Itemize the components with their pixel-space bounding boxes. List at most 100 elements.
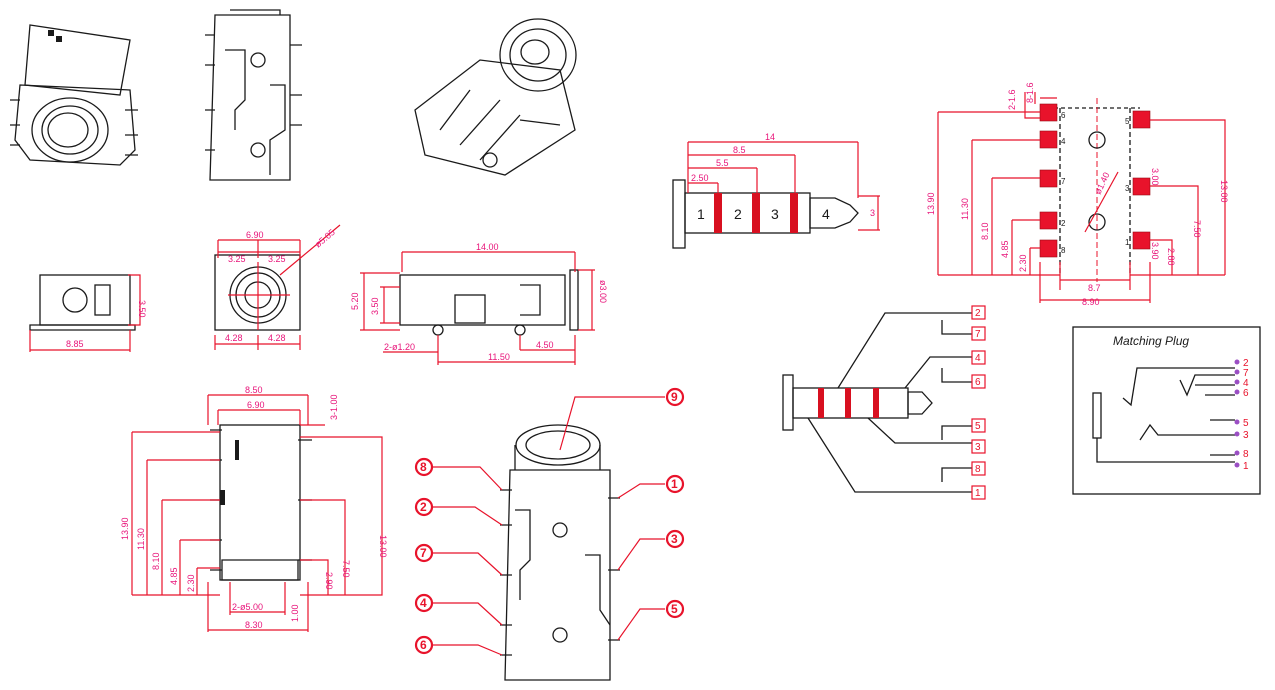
wiring-box bbox=[971, 374, 986, 389]
wiring-box-number: 5 bbox=[975, 421, 981, 432]
dim-label: ø1.40 bbox=[1093, 171, 1112, 196]
matching-plug-number: 1 bbox=[1243, 461, 1249, 472]
wiring-box bbox=[971, 439, 986, 454]
matching-plug-number: 8 bbox=[1243, 449, 1249, 460]
footprint-pad bbox=[1039, 130, 1058, 149]
pin-callout-label: 5 bbox=[671, 602, 678, 616]
pin-callout-3 bbox=[665, 529, 685, 549]
dim-label: 3.00 bbox=[1150, 168, 1160, 186]
dim-label: 14.00 bbox=[476, 242, 499, 252]
dim-label: 11.50 bbox=[488, 352, 510, 362]
pad-number: 1 bbox=[1125, 238, 1130, 247]
dim-label: 8.90 bbox=[1082, 297, 1100, 307]
pad-number: 3 bbox=[1125, 184, 1130, 193]
pad-number: 5 bbox=[1125, 117, 1130, 126]
dim-label: 13.90 bbox=[120, 517, 130, 540]
matching-plug-number: 5 bbox=[1243, 418, 1249, 429]
dim-label: 7.50 bbox=[1192, 220, 1202, 238]
dim-label: 4.28 bbox=[268, 333, 286, 343]
dim-label: 8.50 bbox=[245, 385, 263, 395]
dim-label: 3.90 bbox=[1150, 242, 1160, 260]
wiring-box-number: 6 bbox=[975, 377, 981, 388]
pad-number: 2 bbox=[1061, 219, 1066, 228]
wiring-box-number: 3 bbox=[975, 442, 981, 453]
pin-detail-view: 8 2 7 4 6 9 1 3 5 bbox=[414, 387, 685, 681]
pin-callout-5 bbox=[665, 599, 685, 619]
dim-label: 8.85 bbox=[66, 339, 84, 349]
dim-label: 3.50 bbox=[137, 300, 147, 318]
footprint-pad bbox=[1039, 103, 1058, 122]
footprint-pad bbox=[1039, 169, 1058, 188]
dim-label: 2.80 bbox=[1166, 248, 1176, 266]
wiring-box bbox=[971, 461, 986, 476]
dim-label: 6.90 bbox=[247, 400, 265, 410]
dim-label: 4.85 bbox=[169, 567, 179, 585]
dim-label: 8-1.6 bbox=[1025, 82, 1035, 103]
pad-number: 6 bbox=[1061, 111, 1066, 120]
side-view-long: 14.00 5.20 3.50 ø3.00 2-ø1.20 4.50 11.50 bbox=[350, 242, 608, 365]
wiring-box bbox=[971, 305, 986, 320]
dim-label: 13.00 bbox=[1219, 180, 1229, 203]
dim-label: 14 bbox=[765, 132, 775, 142]
plug-drawing: 1 2 3 4 14 8.5 5.5 2.50 3 bbox=[672, 132, 880, 249]
dim-label: 2-ø1.20 bbox=[384, 342, 415, 352]
pin-callout-8 bbox=[414, 457, 434, 477]
wiring-box-number: 8 bbox=[975, 464, 981, 475]
pin-callout-label: 7 bbox=[420, 546, 427, 560]
dim-label: 8.7 bbox=[1088, 283, 1101, 293]
wiring-box bbox=[971, 350, 986, 365]
dim-label: 4.85 bbox=[1000, 240, 1010, 258]
plug-segment-label: 4 bbox=[822, 206, 830, 222]
dim-label: 8.10 bbox=[980, 222, 990, 240]
dim-label: ø3.00 bbox=[598, 280, 608, 303]
matching-plug-number: 4 bbox=[1243, 378, 1249, 389]
front-view: 6.90 3.25 3.25 ø5.05 4.28 4.28 bbox=[214, 224, 341, 350]
dim-label: 7.50 bbox=[341, 560, 351, 578]
pad-number: 8 bbox=[1061, 246, 1066, 255]
wiring-box bbox=[971, 418, 986, 433]
iso-view-left bbox=[10, 24, 138, 166]
footprint-pad bbox=[1132, 177, 1151, 196]
wiring-diagram: 2 7 4 6 5 3 8 1 bbox=[782, 305, 986, 500]
dim-label: 3.50 bbox=[370, 297, 380, 315]
wiring-box-number: 7 bbox=[975, 329, 981, 340]
dim-label: 5.20 bbox=[350, 292, 360, 310]
wiring-box bbox=[971, 485, 986, 500]
plug-segment-label: 1 bbox=[697, 206, 705, 222]
dim-label: 3 bbox=[870, 208, 875, 218]
pin-callout-6 bbox=[414, 635, 434, 655]
wiring-box-number: 4 bbox=[975, 353, 981, 364]
plug-segment-label: 3 bbox=[771, 206, 779, 222]
footprint-pad bbox=[1132, 231, 1151, 250]
footprint-pad bbox=[1132, 110, 1151, 129]
matching-plug-number: 3 bbox=[1243, 430, 1249, 441]
pin-callout-label: 8 bbox=[420, 460, 427, 474]
side-view-small: 3.50 8.85 bbox=[29, 274, 147, 352]
pin-callout-1 bbox=[665, 474, 685, 494]
iso-view-right bbox=[414, 18, 577, 176]
dim-label: 11.30 bbox=[136, 528, 146, 550]
pin-callout-label: 6 bbox=[420, 638, 427, 652]
dim-label: 4.50 bbox=[536, 340, 554, 350]
dim-label: 2.30 bbox=[186, 574, 196, 592]
plug-segment-label: 2 bbox=[734, 206, 742, 222]
footprint-pad bbox=[1039, 239, 1058, 258]
dim-label: 5.5 bbox=[716, 158, 729, 168]
pin-callout-label: 1 bbox=[671, 477, 678, 491]
dim-label: 2.30 bbox=[1018, 254, 1028, 272]
dim-label: 3.25 bbox=[268, 254, 286, 264]
wiring-box-number: 1 bbox=[975, 488, 981, 499]
matching-plug-number: 2 bbox=[1243, 358, 1249, 369]
pin-callout-label: 9 bbox=[671, 390, 678, 404]
dim-label: 8.30 bbox=[245, 620, 263, 630]
pad-number: 7 bbox=[1061, 177, 1066, 186]
pin-callout-7 bbox=[414, 543, 434, 563]
matching-plug-title: Matching Plug bbox=[1113, 334, 1189, 348]
pad-number: 4 bbox=[1061, 137, 1066, 146]
wiring-box-number: 2 bbox=[975, 308, 981, 319]
pin-callout-label: 4 bbox=[420, 596, 427, 610]
dim-label: 2.50 bbox=[691, 173, 709, 183]
dim-label: 8.5 bbox=[733, 145, 746, 155]
dim-label: 6.90 bbox=[246, 230, 264, 240]
pin-callout-label: 2 bbox=[420, 500, 427, 514]
